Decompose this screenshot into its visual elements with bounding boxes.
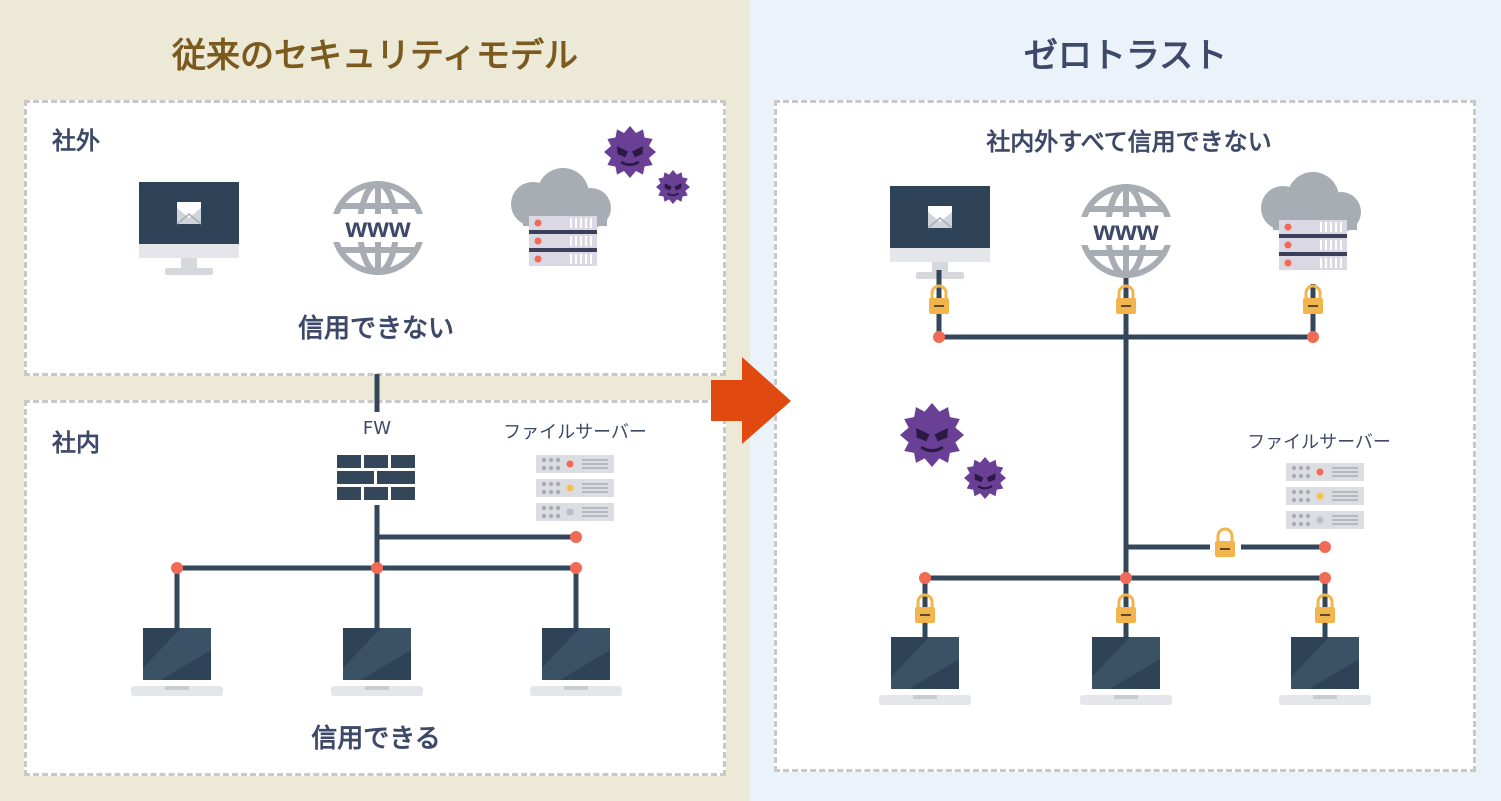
firewall-label: FW: [362, 418, 392, 439]
zt-virus-large-icon: [898, 401, 966, 469]
inside-laptop-icon-2: [331, 628, 423, 696]
transition-arrow-icon: [711, 357, 791, 444]
zt-laptop-icon-3: [1279, 637, 1371, 705]
outside-virus-large-icon: [602, 124, 658, 180]
zt-laptop-icon-1: [879, 637, 971, 705]
firewall-icon: [337, 455, 415, 500]
traditional-network-lines: [174, 374, 579, 628]
zt-cloud-server-icon: [1260, 171, 1362, 271]
inside-laptop-icon-3: [530, 628, 622, 696]
zt-virus-small-icon: [962, 455, 1008, 501]
zt-monitor-icon: [889, 185, 991, 280]
zt-network-nodes: [919, 331, 1331, 584]
outside-label: 社外: [52, 127, 100, 155]
inside-file-server-label: ファイルサーバー: [503, 422, 647, 443]
inside-label: 社内: [52, 429, 100, 457]
zt-www-globe-icon: www: [1076, 187, 1176, 275]
inside-laptop-icon-1: [131, 628, 223, 696]
zt-laptop-icon-2: [1080, 637, 1172, 705]
www-text: www: [1092, 215, 1159, 246]
traditional-model-title: 従来のセキュリティモデル: [172, 36, 578, 76]
outside-monitor-icon: [138, 181, 240, 276]
zt-file-server-icon: [1285, 462, 1365, 530]
traditional-network-nodes: [171, 531, 582, 574]
outside-cloud-server-icon: [510, 167, 612, 267]
inside-caption: 信用できる: [311, 724, 441, 754]
inside-file-server-icon: [535, 454, 615, 522]
zero-trust-caption: 社内外すべて信用できない: [986, 128, 1272, 156]
zero-trust-title: ゼロトラスト: [1023, 36, 1228, 76]
zt-file-server-label: ファイルサーバー: [1247, 432, 1391, 453]
outside-virus-small-icon: [655, 169, 691, 205]
outside-www-globe-icon: www: [328, 184, 428, 272]
outside-caption: 信用できない: [297, 314, 454, 344]
www-text: www: [344, 212, 411, 243]
